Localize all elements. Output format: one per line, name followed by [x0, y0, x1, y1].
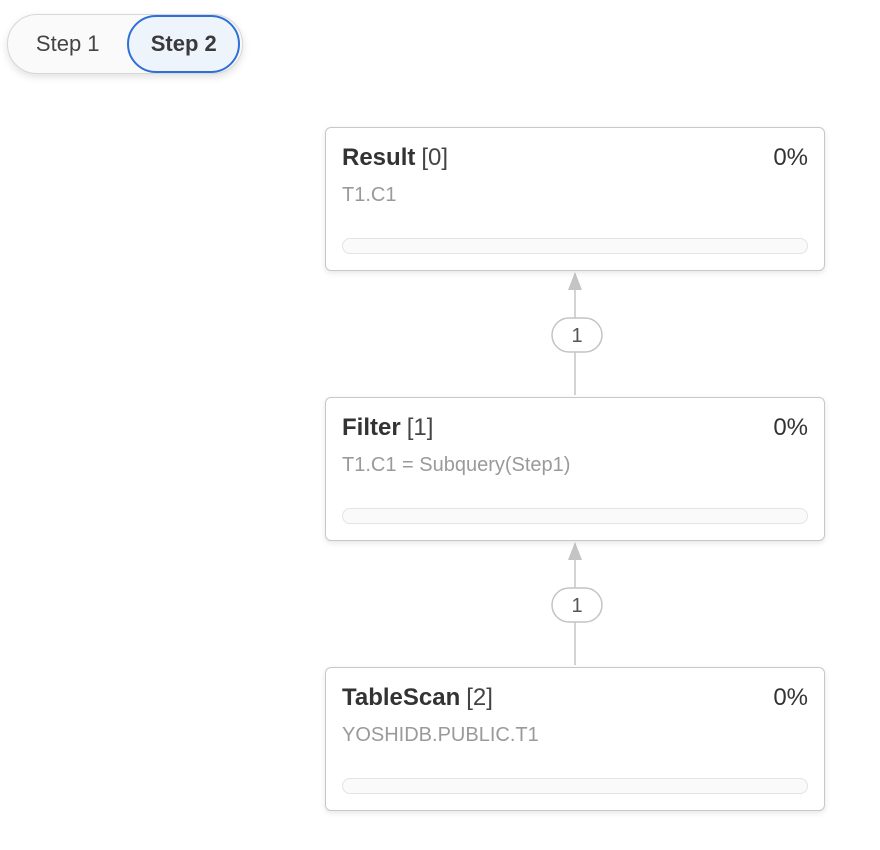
node-tablescan[interactable]: TableScan[2] 0% YOSHIDB.PUBLIC.T1	[325, 667, 825, 811]
edge-filter-to-result: 1	[551, 272, 603, 395]
node-percent: 0%	[773, 144, 808, 171]
step-switcher: Step 1 Step 2	[7, 14, 243, 74]
node-detail: T1.C1	[342, 184, 397, 206]
node-detail: YOSHIDB.PUBLIC.T1	[342, 724, 539, 746]
node-operator: Result	[342, 144, 416, 171]
arrow-head-icon	[568, 542, 582, 560]
step-1-tab[interactable]: Step 1	[35, 31, 100, 56]
node-title: Result[0]	[342, 144, 448, 172]
arrow-head-icon	[568, 272, 582, 290]
node-title: TableScan[2]	[342, 684, 493, 712]
node-percent: 0%	[773, 684, 808, 711]
node-title: Filter[1]	[342, 414, 433, 442]
node-percent: 0%	[773, 414, 808, 441]
edge-row-count-pill	[551, 317, 603, 353]
node-index: [2]	[466, 684, 493, 711]
step-2-tab[interactable]: Step 2	[127, 15, 240, 73]
node-filter[interactable]: Filter[1] 0% T1.C1 = Subquery(Step1)	[325, 397, 825, 541]
node-progress-bar	[342, 238, 808, 254]
node-index: [1]	[406, 414, 434, 441]
node-operator: Filter	[342, 414, 401, 441]
edge-tablescan-to-filter: 1	[551, 542, 603, 665]
node-result[interactable]: Result[0] 0% T1.C1	[325, 127, 825, 271]
node-progress-bar	[342, 778, 808, 794]
node-progress-bar	[342, 508, 808, 524]
node-index: [0]	[421, 144, 449, 171]
edge-row-count-pill	[551, 587, 603, 623]
edge-row-count: 1	[571, 595, 582, 617]
node-detail: T1.C1 = Subquery(Step1)	[342, 454, 571, 476]
node-operator: TableScan	[342, 684, 461, 711]
edge-row-count: 1	[571, 325, 582, 347]
